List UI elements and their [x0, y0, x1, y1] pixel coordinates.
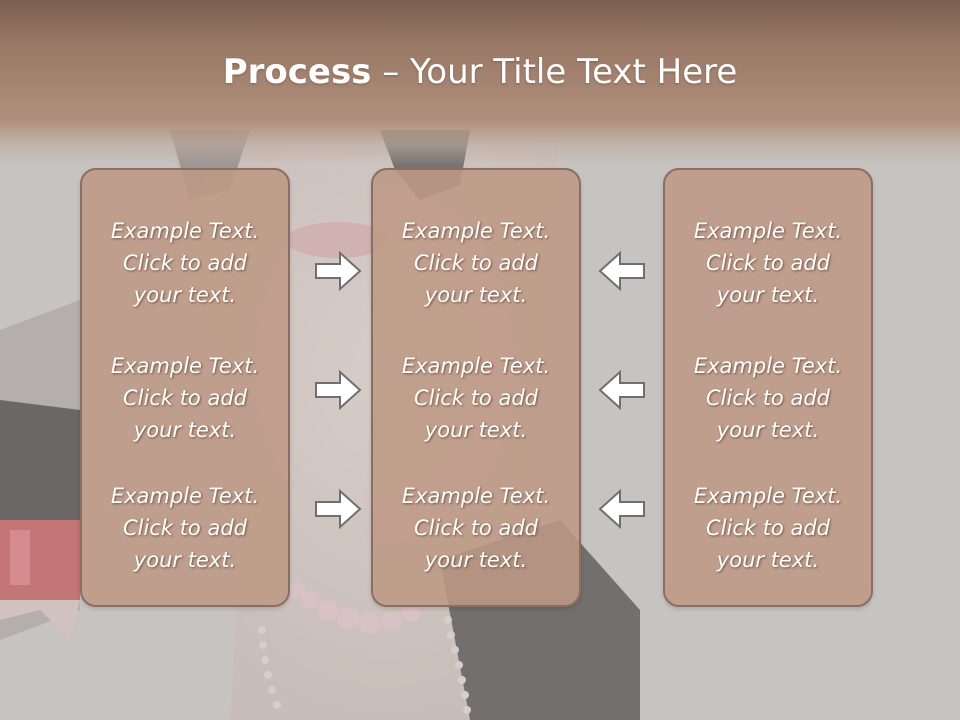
left-text-panel[interactable]: Example Text. Click to add your text. Ex…	[80, 168, 290, 607]
arrow-right-icon	[315, 369, 362, 411]
middle-text-2[interactable]: Example Text. Click to add your text.	[401, 354, 551, 442]
left-text-2[interactable]: Example Text. Click to add your text.	[110, 354, 260, 442]
slide-title[interactable]: Process – Your Title Text Here	[0, 52, 960, 92]
middle-text-3[interactable]: Example Text. Click to add your text.	[401, 484, 551, 572]
middle-text-1[interactable]: Example Text. Click to add your text.	[401, 219, 551, 307]
title-rest: – Your Title Text Here	[371, 52, 738, 92]
arrow-left-icon	[598, 369, 645, 411]
right-text-2[interactable]: Example Text. Click to add your text.	[693, 354, 843, 442]
header-band	[0, 0, 960, 165]
right-text-3[interactable]: Example Text. Click to add your text.	[693, 484, 843, 572]
arrow-right-icon	[315, 488, 362, 530]
title-bold: Process	[222, 52, 372, 92]
left-text-3[interactable]: Example Text. Click to add your text.	[110, 484, 260, 572]
arrow-left-icon	[598, 488, 645, 530]
arrow-right-icon	[315, 250, 362, 292]
left-text-1[interactable]: Example Text. Click to add your text.	[110, 219, 260, 307]
right-text-1[interactable]: Example Text. Click to add your text.	[693, 219, 843, 307]
arrow-left-icon	[598, 250, 645, 292]
right-text-panel[interactable]: Example Text. Click to add your text. Ex…	[663, 168, 873, 607]
middle-text-panel[interactable]: Example Text. Click to add your text. Ex…	[371, 168, 581, 607]
